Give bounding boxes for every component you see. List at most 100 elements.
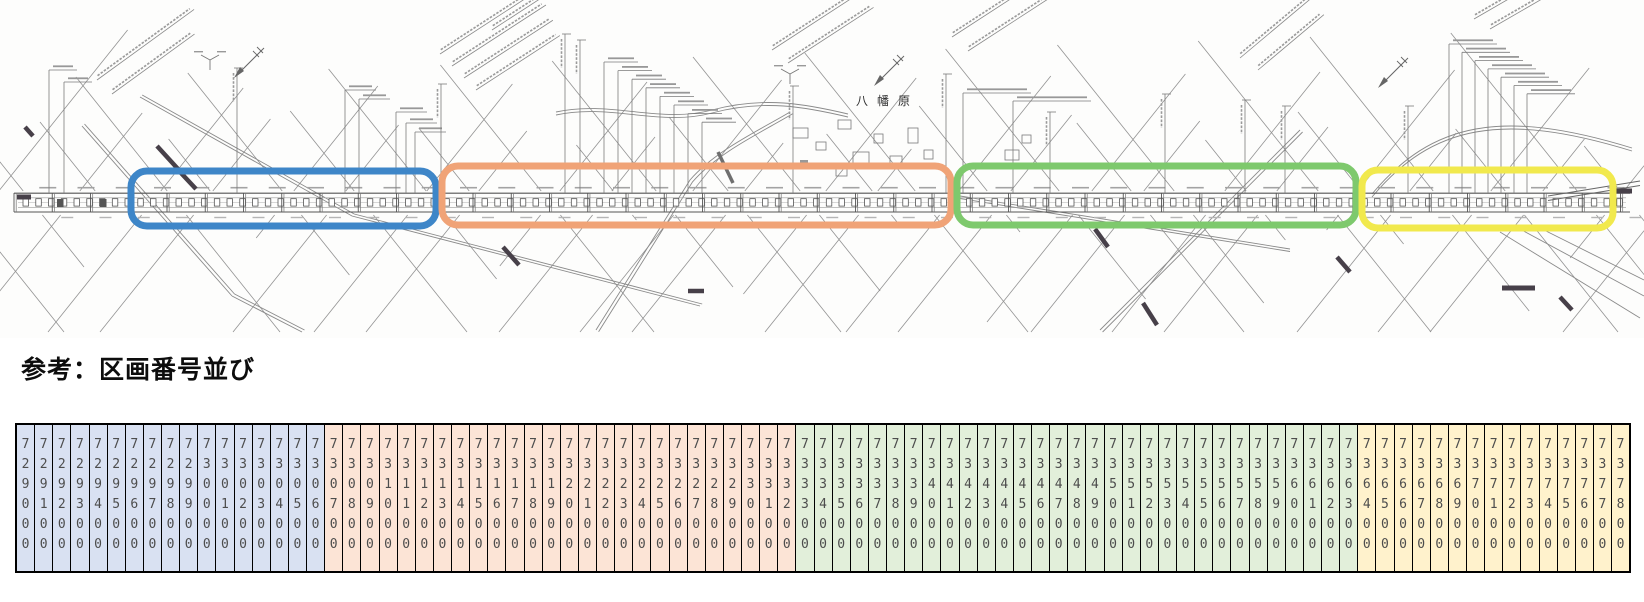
- scanned-plan-svg: [0, 0, 1644, 333]
- highlight-rect-yellow: [1358, 166, 1617, 232]
- place-name-label: 八幡原: [856, 94, 920, 108]
- roads: [81, 94, 1644, 333]
- highlight-rect-green: [953, 162, 1360, 229]
- rail-corridor: [13, 180, 1642, 219]
- station-marks: [194, 51, 806, 84]
- highlight-rect-blue: [127, 167, 440, 230]
- highlight-frames: [127, 162, 1617, 232]
- page-title: 参考：区画番号並び: [21, 356, 256, 384]
- parcel-lines: [0, 29, 1644, 333]
- north-arrow: [234, 46, 1409, 88]
- plan-drawing-area: 八幡原: [0, 0, 1644, 333]
